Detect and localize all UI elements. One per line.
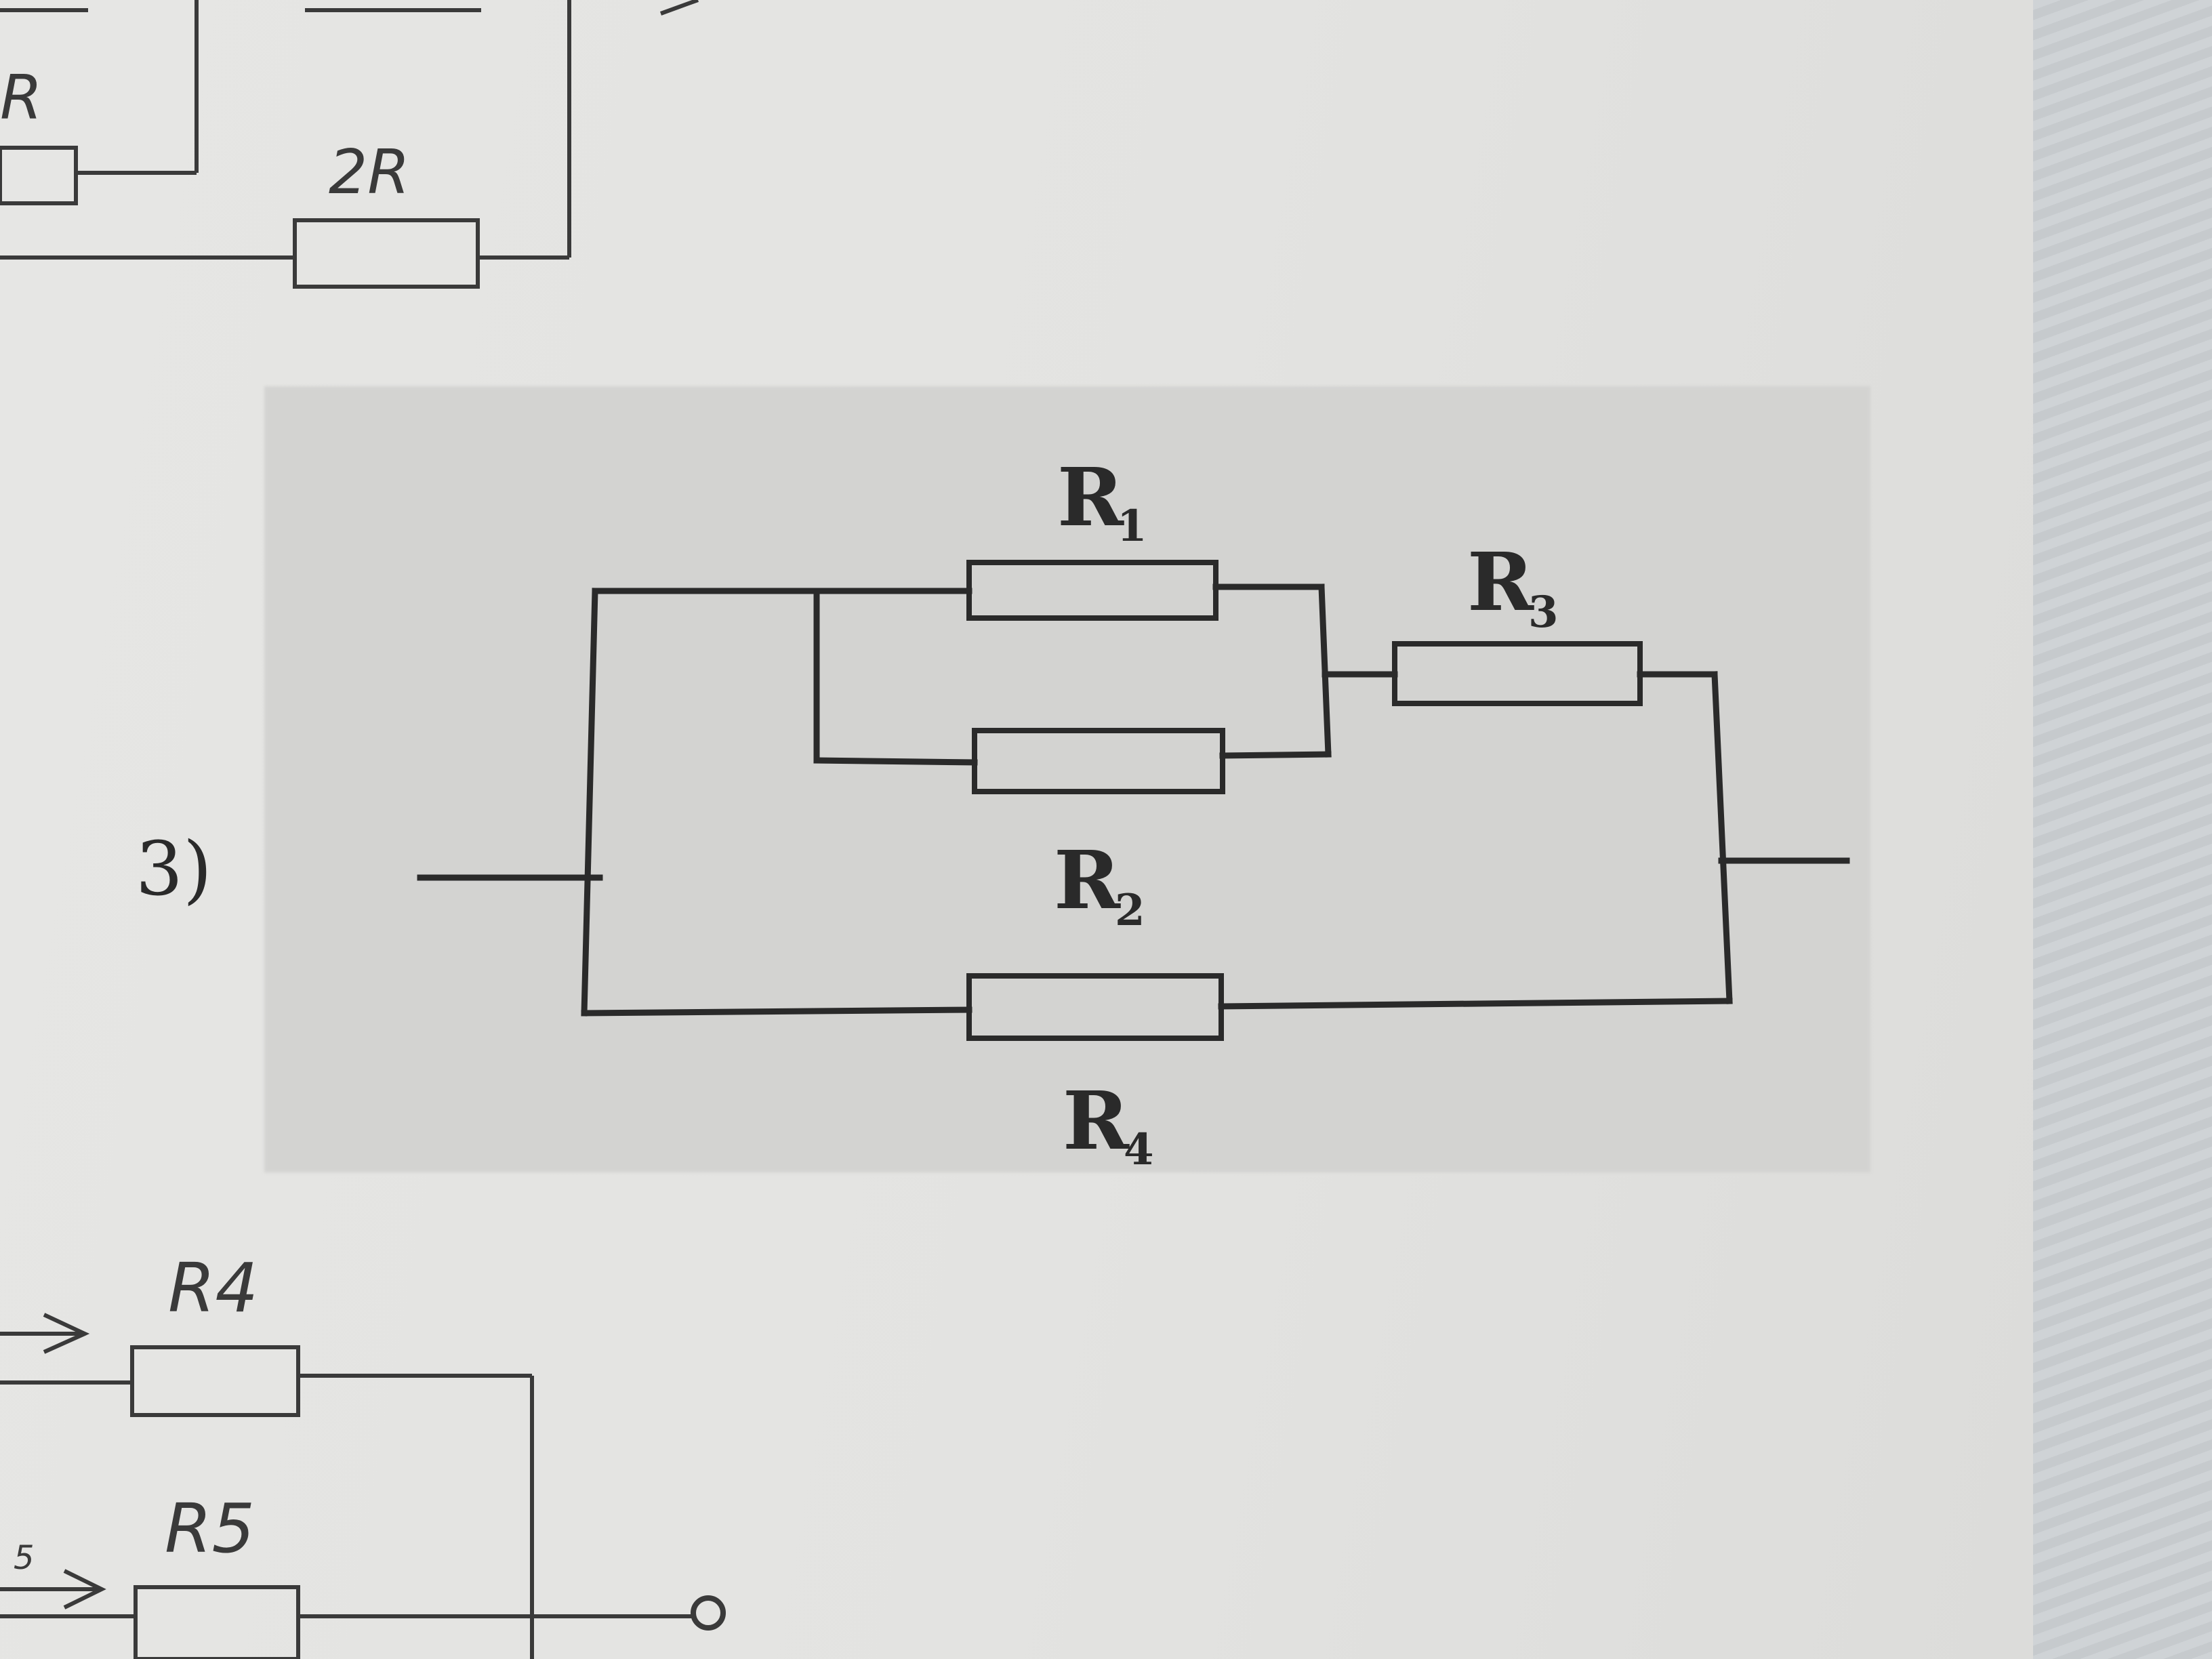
parallel-right-wire [1318,583,1332,758]
top-resistor-label: 2R [329,137,410,208]
r2-right-wire [1219,751,1332,759]
binder-strip [2033,0,2212,1659]
resistor-r2 [972,728,1225,794]
svg-text:2: 2 [1115,885,1145,936]
resistor [0,146,78,205]
svg-text:R: R [1054,833,1121,927]
terminal-node [691,1595,726,1631]
top-left-label: R [0,62,43,134]
resistor [130,1345,300,1417]
problem-number: 3) [136,825,212,912]
main-circuit [417,560,1850,1041]
resistor [134,1585,300,1659]
svg-text:4: 4 [1124,1124,1154,1175]
svg-text:R: R [1057,450,1124,544]
resistor-r3 [1392,641,1643,706]
svg-text:R: R [1063,1073,1130,1168]
bottom-left-wire [581,1006,972,1017]
svg-text:3: 3 [1528,587,1559,638]
label-r3: R 3 [1467,535,1559,638]
bottom-right-wire [1218,998,1733,1010]
figure-background [264,386,1870,1172]
svg-text:1: 1 [1117,501,1147,552]
svg-text:R: R [1467,535,1534,629]
bottom-fragment [0,1313,726,1659]
bottom-label-r5: R5 [165,1489,255,1568]
resistor-r1 [966,560,1218,621]
label-r4: R 4 [1063,1073,1154,1175]
bottom-arrow-number: 5 [14,1539,35,1577]
label-r2: R 2 [1054,833,1145,936]
arrow-head [43,1313,90,1354]
label-r1: R 1 [1057,450,1147,552]
bottom-label-r4: R4 [168,1248,258,1328]
right-bus-wire [1711,671,1733,1004]
wire [659,0,699,16]
parallel-lower-wire [813,757,978,766]
arrow-head [63,1569,106,1610]
resistor [293,218,480,289]
resistor-r4 [966,973,1224,1041]
top-fragment [0,0,699,289]
left-bus-wire [581,588,598,1017]
